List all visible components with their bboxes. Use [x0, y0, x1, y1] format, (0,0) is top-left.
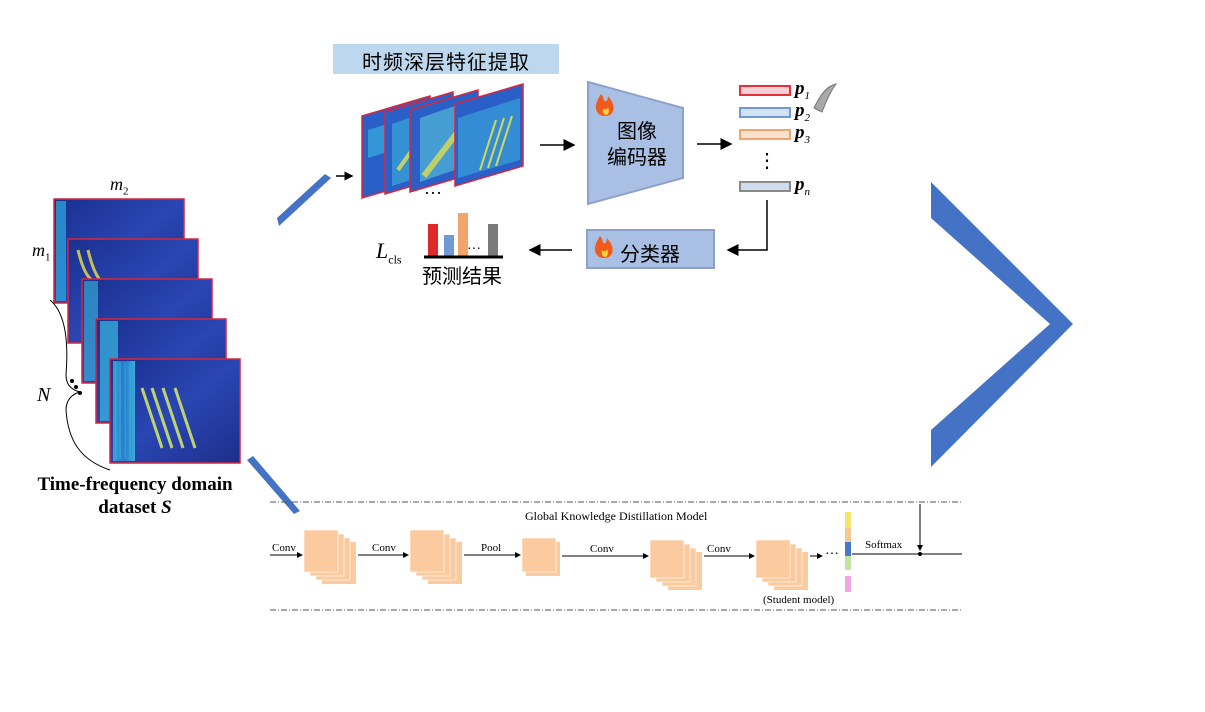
dim-top-label: m2: [110, 174, 129, 198]
dataset-caption-line1: Time-frequency domain: [37, 474, 233, 495]
feature-ellipsis: ⋮: [757, 150, 777, 172]
distillation-title: Global Knowledge Distillation Model: [525, 509, 708, 523]
prediction-bar: [488, 224, 498, 256]
dim-top-symbol: m: [110, 174, 123, 194]
feature-bar-pn: [739, 181, 791, 192]
op-label-conv: Conv: [272, 542, 296, 554]
count-label: N: [37, 384, 51, 406]
op-label-conv: Conv: [372, 542, 396, 554]
dataset-spectrogram-layer: [109, 358, 241, 464]
feature-map-cube: [303, 529, 356, 584]
junction-dot: [918, 552, 922, 556]
spectrogram-ellipsis: …: [424, 178, 442, 198]
prediction-bar: [444, 235, 454, 256]
dim-side-label: m1: [32, 240, 51, 264]
feature-label-pn: pn: [795, 174, 810, 198]
extraction-title-box: [333, 44, 559, 74]
feature-subscript: n: [804, 185, 811, 198]
feature-label-p1: p1: [795, 78, 810, 102]
dim-top-subscript: 2: [123, 185, 129, 198]
op-ellipsis: …: [825, 543, 839, 558]
prediction-label: 预测结果: [422, 264, 502, 288]
feature-map-cube: [755, 539, 808, 590]
distillation-arrows: [270, 504, 962, 559]
feature-bar-p3: [739, 129, 791, 140]
prediction-bar: [428, 224, 438, 256]
feature-bar-p2: [739, 107, 791, 118]
op-label-conv: Conv: [590, 543, 614, 555]
prediction-bar: [458, 213, 468, 256]
feature-map-cube: [409, 529, 462, 584]
feature-subscript: 1: [804, 89, 811, 102]
vertical-dots: [70, 379, 82, 395]
spectrogram-frame: [454, 82, 524, 188]
feature-symbol: p: [795, 100, 805, 121]
feature-label-p3: p3: [795, 122, 810, 146]
feature-vectors: [739, 85, 791, 192]
extraction-title: 时频深层特征提取: [362, 50, 530, 74]
dataset-symbol: S: [161, 497, 172, 518]
softmax-label: Softmax: [865, 539, 903, 551]
dim-side-symbol: m: [32, 240, 45, 260]
classifier-label: 分类器: [620, 242, 680, 266]
feature-subscript: 2: [804, 111, 811, 124]
curved-wedge: [813, 83, 838, 113]
feature-label-p2: p2: [795, 100, 810, 124]
dataset-caption-line2: dataset S: [20, 496, 250, 519]
fire-icon: [595, 94, 614, 116]
dim-side-subscript: 1: [45, 251, 51, 264]
arrow-to-classifier: [726, 200, 768, 256]
feature-map-cube: [521, 537, 560, 576]
loss-symbol: L: [376, 238, 389, 263]
connector-to-distillation: [247, 456, 300, 514]
feature-subscript: 3: [804, 133, 811, 146]
dataset-caption-text: dataset: [98, 497, 162, 518]
dataset-caption: Time-frequency domain dataset S: [20, 473, 250, 519]
feature-map-cube: [649, 539, 702, 590]
feature-symbol: p: [795, 122, 805, 143]
loss-subscript: cls: [388, 252, 402, 267]
bar-ellipsis: …: [467, 238, 481, 253]
feature-strip: [845, 512, 851, 592]
op-label-conv: Conv: [707, 543, 731, 555]
student-model-label: (Student model): [763, 594, 835, 606]
op-label-pool: Pool: [481, 542, 502, 554]
encoder-label: 图像 编码器: [607, 119, 667, 169]
spectrogram-stack: [361, 82, 524, 200]
feature-symbol: p: [795, 78, 805, 99]
right-chevron: [931, 182, 1073, 467]
feature-symbol: p: [795, 174, 805, 195]
feature-bar-p1: [739, 85, 791, 96]
loss-label: Lcls: [376, 238, 402, 267]
dataset-spectrogram-stack: [53, 198, 241, 464]
prediction-bars: [424, 213, 503, 259]
fire-icon: [594, 236, 613, 258]
connector-to-extraction: [277, 174, 331, 226]
